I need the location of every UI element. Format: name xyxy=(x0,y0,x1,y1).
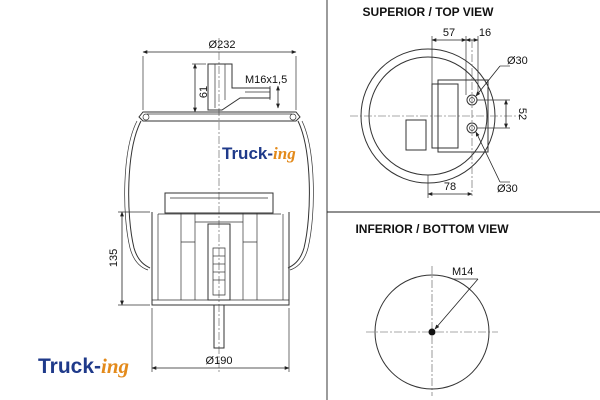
brand-logo: Truck-ing xyxy=(38,354,129,378)
top-view-title: SUPERIOR / TOP VIEW xyxy=(363,5,495,19)
bottom-stud xyxy=(213,305,225,349)
watermark-logo: Truck-ing xyxy=(222,144,296,163)
bottom-view: INFERIOR / BOTTOM VIEW M14 xyxy=(355,222,509,396)
bellows-right xyxy=(287,120,310,269)
dim-16-label: 16 xyxy=(479,27,491,39)
top-view-plate xyxy=(405,119,427,151)
piston-body xyxy=(151,212,290,306)
dim-57-label: 57 xyxy=(443,27,455,39)
port-spacing-label: 52 xyxy=(516,108,528,120)
top-view: SUPERIOR / TOP VIEW 57 16 Ø30 52 xyxy=(350,5,528,198)
top-diameter-label: Ø232 xyxy=(209,39,236,51)
air-fitting xyxy=(207,63,271,111)
thread-label: M16x1,5 xyxy=(245,74,287,86)
dim-78-label: 78 xyxy=(444,181,456,193)
bottom-view-title: INFERIOR / BOTTOM VIEW xyxy=(355,222,509,236)
center-bolt-housing xyxy=(207,223,231,301)
side-height-label: 135 xyxy=(108,249,120,267)
top-view-fitting xyxy=(431,83,459,149)
bottom-diameter-label: Ø190 xyxy=(206,355,233,367)
bellows-left xyxy=(128,120,151,269)
stud-height-label: 61 xyxy=(198,86,210,98)
side-view: Ø232 61 M16x1,5 xyxy=(108,38,314,372)
piston-top xyxy=(164,192,274,214)
top-plate xyxy=(138,111,301,122)
bottom-center-stud xyxy=(428,328,436,336)
svg-text:Truck-ing: Truck-ing xyxy=(222,144,296,163)
lower-port-diameter-label: Ø30 xyxy=(497,183,518,195)
svg-text:Truck-ing: Truck-ing xyxy=(38,354,129,378)
bottom-thread-label: M14 xyxy=(452,266,473,278)
upper-port-diameter-label: Ø30 xyxy=(507,55,528,67)
